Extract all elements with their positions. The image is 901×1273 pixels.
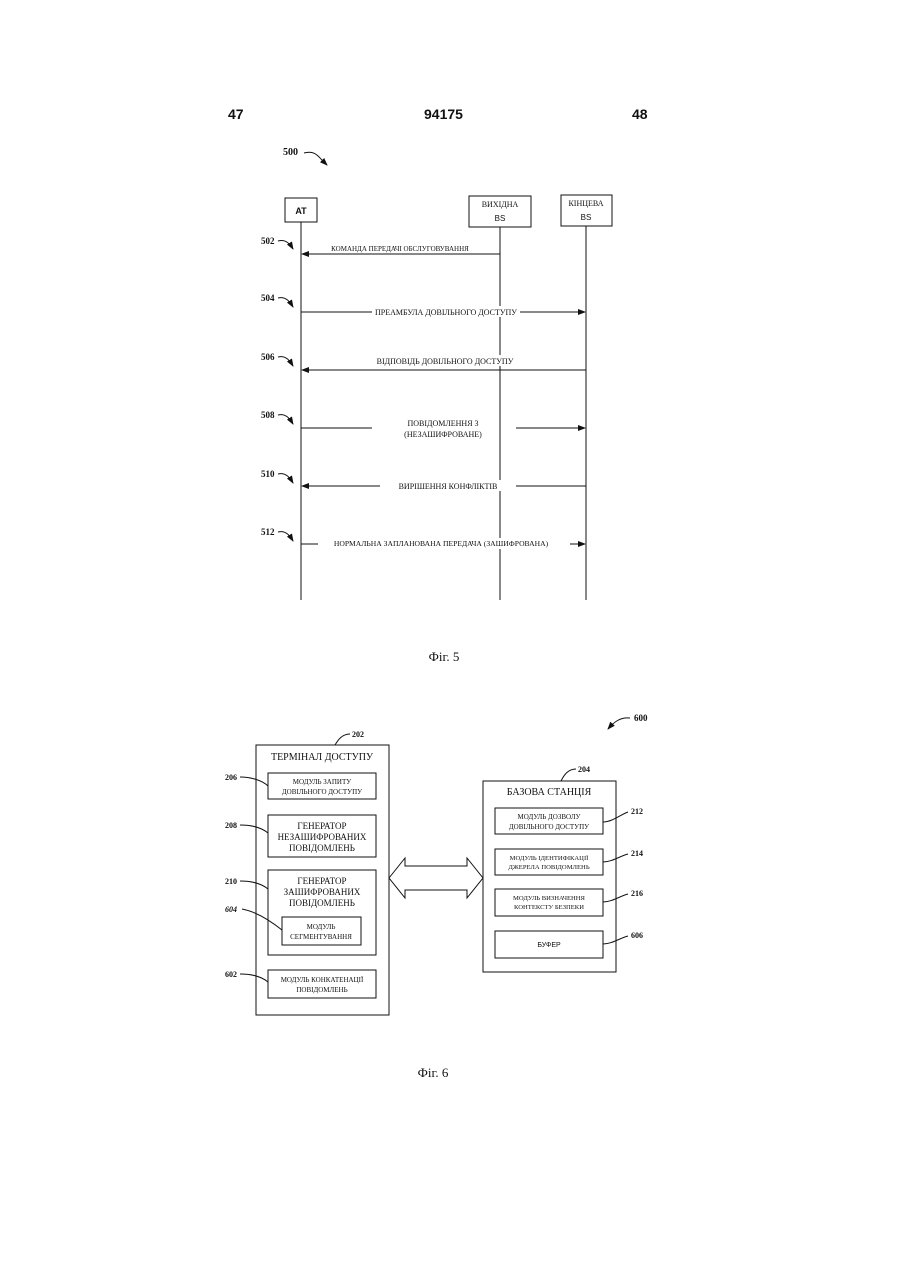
m602-label-1: МОДУЛЬ КОНКАТЕНАЦІЇ [281,976,364,984]
figure-5: 500 AT ВИХІДНА BS КІНЦЕВА BS 502 КОМАНДА… [261,147,612,664]
m606-ref: 606 [631,931,643,940]
step-502-ref-arrow [278,241,293,249]
step-506-ref: 506 [261,352,275,362]
m210-label-2: ЗАШИФРОВАНИХ [284,887,361,897]
bidirectional-link-arrow [389,858,483,898]
m604-label-2: СЕГМЕНТУВАННЯ [290,933,352,941]
step-508-ref-arrow [278,415,293,424]
message-source-identification-module-box [495,849,603,875]
m216-label-1: МОДУЛЬ ВИЗНАЧЕННЯ [513,895,586,902]
fig5-caption: Фіг. 5 [429,649,460,664]
m602-label-2: ПОВІДОМЛЕНЬ [296,986,347,994]
step-508-message-label-2: (НЕЗАШИФРОВАНЕ) [404,430,482,439]
m206-ref: 206 [225,773,237,782]
m210-label-1: ГЕНЕРАТОР [297,876,346,886]
m604-ref: 604 [225,905,237,914]
step-502-ref: 502 [261,236,275,246]
security-context-module-box [495,889,603,916]
m208-ref-leader [240,825,268,833]
step-504-ref: 504 [261,293,275,303]
terminal-ref-leader [335,734,350,745]
step-508-ref: 508 [261,410,275,420]
terminal-ref: 202 [352,730,364,739]
m212-ref: 212 [631,807,643,816]
m602-ref-leader [240,974,268,982]
step-510-ref: 510 [261,469,275,479]
fig6-ref-label: 600 [634,713,648,723]
base-station-ref-leader [561,769,576,781]
step-504-message-label: ПРЕАМБУЛА ДОВІЛЬНОГО ДОСТУПУ [375,308,517,317]
m208-label-3: ПОВІДОМЛЕНЬ [289,843,355,853]
step-508-message-label-1: ПОВІДОМЛЕННЯ 3 [407,419,478,428]
access-terminal-title: ТЕРМІНАЛ ДОСТУПУ [271,752,374,763]
fig6-ref-arrow [608,718,630,729]
m206-label-2: ДОВІЛЬНОГО ДОСТУПУ [282,788,362,796]
fig5-ref-arrow [304,152,327,165]
m214-label-1: МОДУЛЬ ІДЕНТИФІКАЦІЇ [510,855,589,862]
step-512-ref-arrow [278,532,293,541]
m208-ref: 208 [225,821,237,830]
m208-label-1: ГЕНЕРАТОР [297,821,346,831]
fig5-ref-label: 500 [283,147,298,158]
m206-label-1: МОДУЛЬ ЗАПИТУ [293,778,351,786]
figure-6: 600 202 ТЕРМІНАЛ ДОСТУПУ 206 МОДУЛЬ ЗАПИ… [225,713,648,1080]
m212-label-2: ДОВІЛЬНОГО ДОСТУПУ [509,823,589,831]
base-station-ref: 204 [578,765,590,774]
source-bs-label-2: BS [495,214,506,223]
m216-ref: 216 [631,889,643,898]
step-504-ref-arrow [278,298,293,307]
source-bs-label-1: ВИХІДНА [482,200,519,209]
m602-ref: 602 [225,970,237,979]
m210-ref-leader [240,881,268,889]
step-506-ref-arrow [278,357,293,366]
m214-ref: 214 [631,849,643,858]
m208-label-2: НЕЗАШИФРОВАНИХ [278,832,367,842]
step-512-ref: 512 [261,527,275,537]
m216-label-2: КОНТЕКСТУ БЕЗПЕКИ [514,904,584,911]
fig6-caption: Фіг. 6 [418,1065,449,1080]
m214-label-2: ДЖЕРЕЛА ПОВІДОМЛЕНЬ [508,864,589,871]
step-506-message-label: ВІДПОВІДЬ ДОВІЛЬНОГО ДОСТУПУ [377,357,514,366]
m604-ref-leader [242,909,282,930]
step-510-message-label: ВИРІШЕННЯ КОНФЛІКТІВ [399,482,498,491]
target-bs-label-1: КІНЦЕВА [568,199,603,208]
base-station-title: БАЗОВА СТАНЦІЯ [507,787,592,798]
target-bs-label-2: BS [581,213,592,222]
m206-ref-leader [240,777,268,786]
at-label: AT [295,206,307,216]
m212-label-1: МОДУЛЬ ДОЗВОЛУ [518,813,581,821]
step-510-ref-arrow [278,474,293,483]
m606-label: БУФЕР [537,942,561,949]
m210-ref: 210 [225,877,237,886]
step-502-message-label: КОМАНДА ПЕРЕДАЧІ ОБСЛУГОВУВАННЯ [331,245,469,253]
step-512-message-label: НОРМАЛЬНА ЗАПЛАНОВАНА ПЕРЕДАЧА (ЗАШИФРОВ… [334,539,549,548]
m604-label-1: МОДУЛЬ [307,923,336,931]
m210-label-3: ПОВІДОМЛЕНЬ [289,898,355,908]
